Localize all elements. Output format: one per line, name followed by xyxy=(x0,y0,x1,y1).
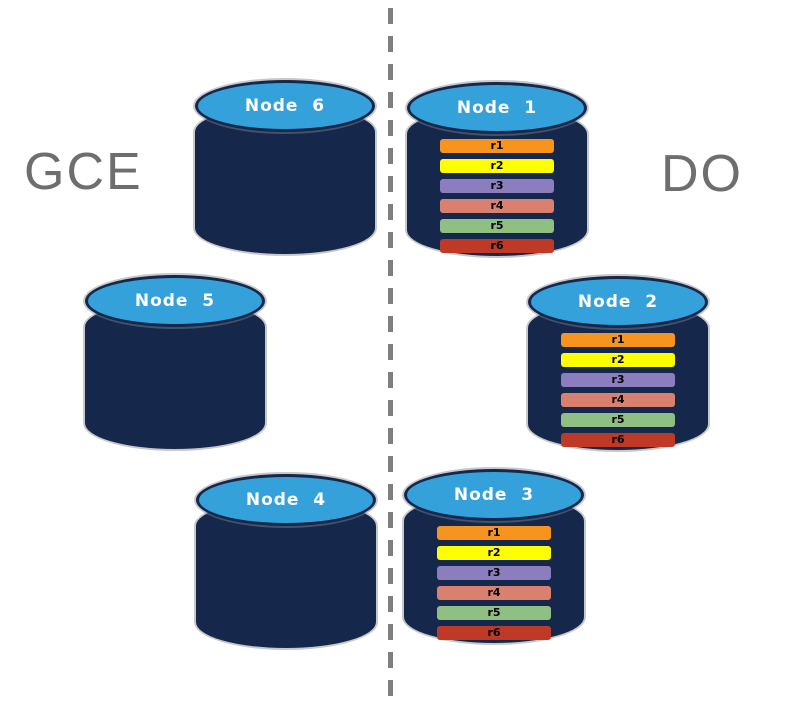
db-node-node5: Node 5 xyxy=(85,275,265,449)
node-label: Node 6 xyxy=(244,96,326,116)
range-bar-r6: r6 xyxy=(561,433,675,447)
db-node-node3: Node 3 r1 r2 r3 r4 r5 r6 xyxy=(404,469,584,643)
range-bar-r3: r3 xyxy=(437,566,551,580)
db-node-node4: Node 4 xyxy=(196,474,376,648)
range-bar-r3: r3 xyxy=(561,373,675,387)
zone-label-do: DO xyxy=(661,145,743,203)
range-bar-r2: r2 xyxy=(440,159,554,173)
cylinder-top: Node 4 xyxy=(196,474,376,526)
range-bar-r5: r5 xyxy=(561,413,675,427)
range-bar-r6: r6 xyxy=(440,239,554,253)
range-list: r1 r2 r3 r4 r5 r6 xyxy=(440,139,554,253)
range-list: r1 r2 r3 r4 r5 r6 xyxy=(561,333,675,447)
node-label: Node 4 xyxy=(245,490,327,510)
node-label: Node 5 xyxy=(134,291,216,311)
zone-divider-dashed-line xyxy=(388,8,393,702)
range-bar-r3: r3 xyxy=(440,179,554,193)
cylinder-top: Node 6 xyxy=(195,80,375,132)
cylinder-top: Node 3 xyxy=(404,469,584,521)
node-label: Node 1 xyxy=(456,98,538,118)
cylinder-top: Node 5 xyxy=(85,275,265,327)
node-label: Node 3 xyxy=(453,485,535,505)
range-bar-r5: r5 xyxy=(437,606,551,620)
range-bar-r4: r4 xyxy=(561,393,675,407)
range-bar-r5: r5 xyxy=(440,219,554,233)
range-bar-r6: r6 xyxy=(437,626,551,640)
range-bar-r4: r4 xyxy=(440,199,554,213)
range-list: r1 r2 r3 r4 r5 r6 xyxy=(437,526,551,640)
range-bar-r1: r1 xyxy=(561,333,675,347)
range-bar-r2: r2 xyxy=(437,546,551,560)
zone-label-gce: GCE xyxy=(24,143,143,201)
range-bar-r4: r4 xyxy=(437,586,551,600)
db-node-node1: Node 1 r1 r2 r3 r4 r5 r6 xyxy=(407,82,587,256)
cylinder-top: Node 1 xyxy=(407,82,587,134)
range-bar-r1: r1 xyxy=(440,139,554,153)
db-node-node6: Node 6 xyxy=(195,80,375,254)
cylinder-top: Node 2 xyxy=(528,276,708,328)
range-bar-r2: r2 xyxy=(561,353,675,367)
db-node-node2: Node 2 r1 r2 r3 r4 r5 r6 xyxy=(528,276,708,450)
node-label: Node 2 xyxy=(577,292,659,312)
range-bar-r1: r1 xyxy=(437,526,551,540)
